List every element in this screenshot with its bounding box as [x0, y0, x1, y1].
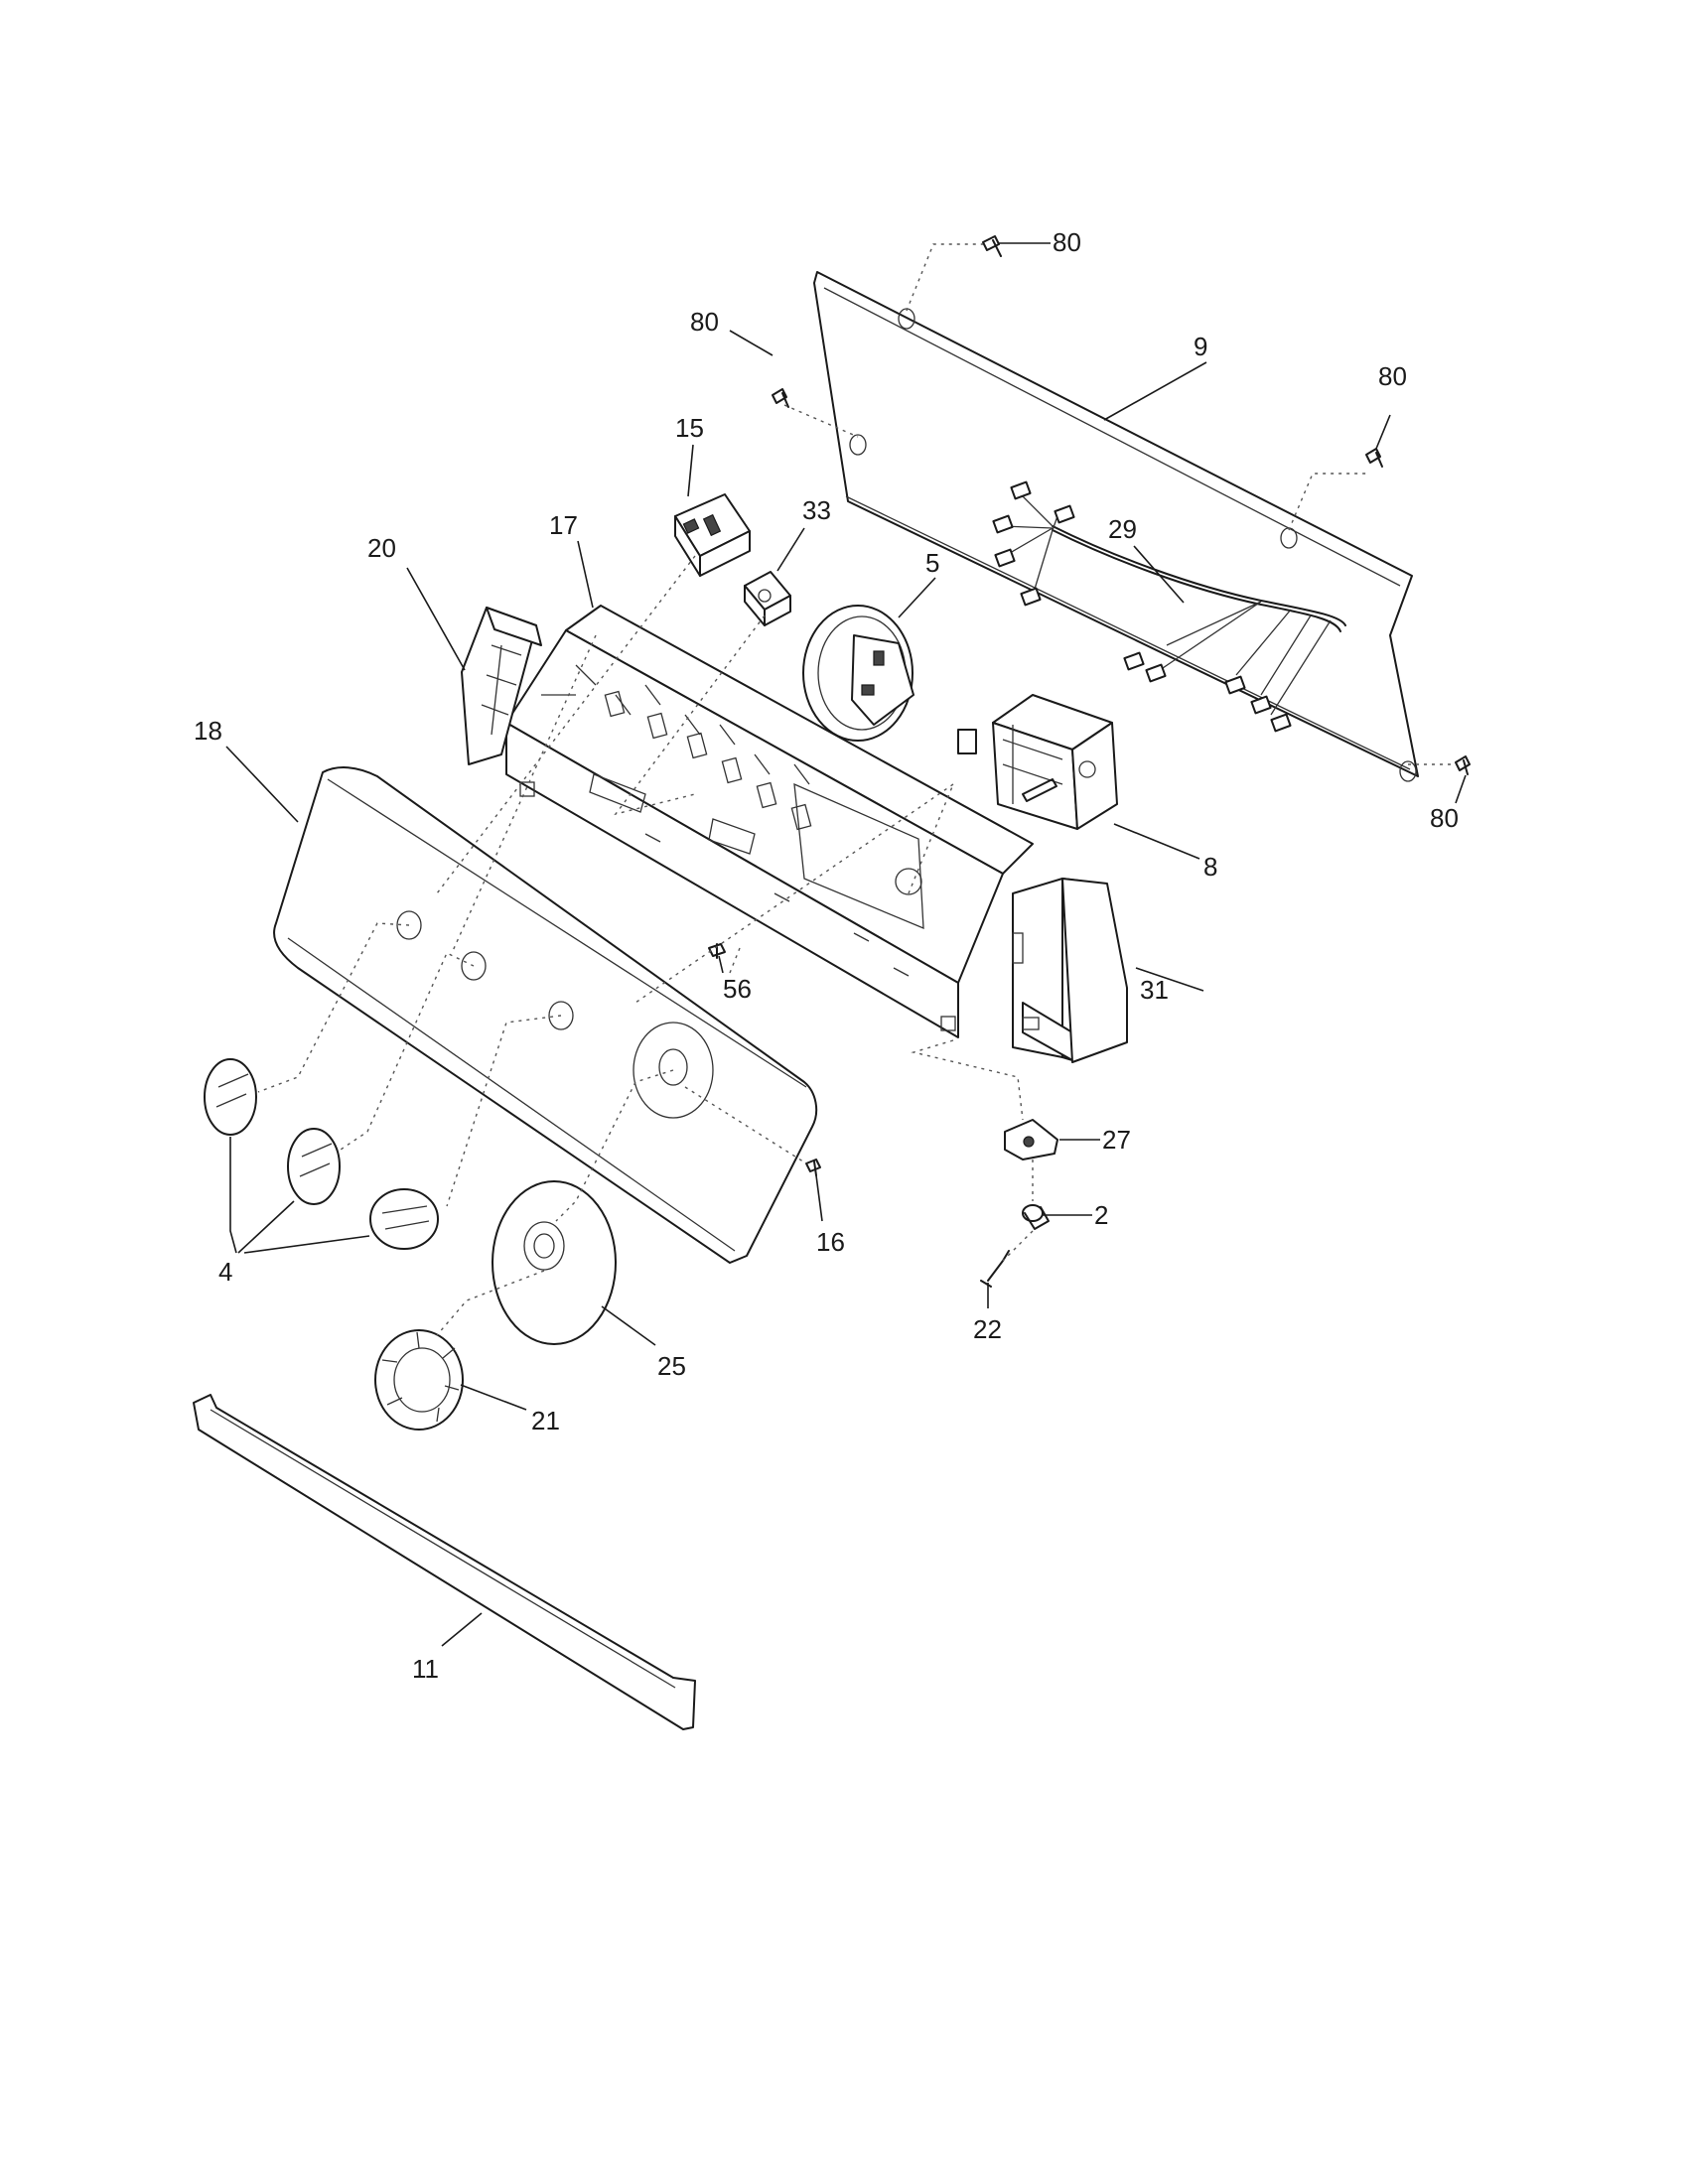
callout-15: 15: [675, 413, 704, 443]
wire-harness-part-29: [992, 480, 1346, 733]
callout-11: 11: [412, 1654, 439, 1684]
callout-16: 16: [816, 1227, 845, 1257]
callout-18: 18: [194, 716, 222, 746]
rear-panel-part-9: [813, 271, 1419, 782]
spacer-part-2: [1022, 1204, 1050, 1230]
timer-motor-part-8: [957, 694, 1118, 830]
screw-part-16: [805, 1159, 821, 1176]
callout-17: 17: [549, 510, 578, 540]
callout-8: 8: [1203, 852, 1217, 882]
callout-21: 21: [531, 1406, 560, 1435]
callout-20: 20: [367, 533, 396, 563]
callout-2: 2: [1094, 1200, 1108, 1230]
control-panel-part-18: [273, 766, 818, 1264]
end-cap-part-31: [1012, 878, 1128, 1063]
console-housing-part-17: [505, 605, 1034, 1038]
callout-22: 22: [973, 1314, 1002, 1344]
callout-25: 25: [657, 1351, 686, 1381]
callout-80-top: 80: [1053, 227, 1081, 257]
trim-strip-part-11: [193, 1394, 696, 1730]
bracket-part-27: [1004, 1119, 1058, 1160]
knob-part-4-b: [287, 1128, 341, 1205]
assembly-lines: [257, 555, 1034, 1336]
switch-part-33: [744, 571, 791, 626]
knob-part-4-c: [369, 1188, 439, 1250]
callout-5: 5: [925, 548, 939, 578]
callout-33: 33: [802, 495, 831, 525]
callout-27: 27: [1102, 1125, 1131, 1155]
callout-29: 29: [1108, 514, 1137, 544]
screw-part-80-top: [982, 235, 1002, 257]
callout-80-right: 80: [1378, 361, 1407, 391]
callout-labels: 80 9 80 80 29 15 33 5 17 20 18 8 80 31 5…: [194, 227, 1459, 1684]
timer-part-5: [802, 605, 914, 742]
screw-part-80-bottom: [1455, 755, 1471, 775]
dial-skirt-part-25: [492, 1180, 617, 1345]
callout-4: 4: [218, 1257, 232, 1287]
module-part-15: [674, 493, 751, 577]
knob-part-4-a: [204, 1058, 257, 1136]
screw-part-22: [980, 1250, 1010, 1288]
callout-80-left: 80: [690, 307, 719, 337]
leader-lines: [225, 242, 1467, 1647]
screw-part-80-right: [1365, 448, 1383, 468]
callout-56: 56: [723, 974, 752, 1004]
knob-part-21: [374, 1329, 464, 1431]
callout-31: 31: [1140, 975, 1169, 1005]
callout-80-bottom: 80: [1430, 803, 1459, 833]
callout-9: 9: [1194, 332, 1207, 361]
screw-part-80-left: [772, 388, 789, 408]
end-cap-part-20: [461, 607, 542, 765]
